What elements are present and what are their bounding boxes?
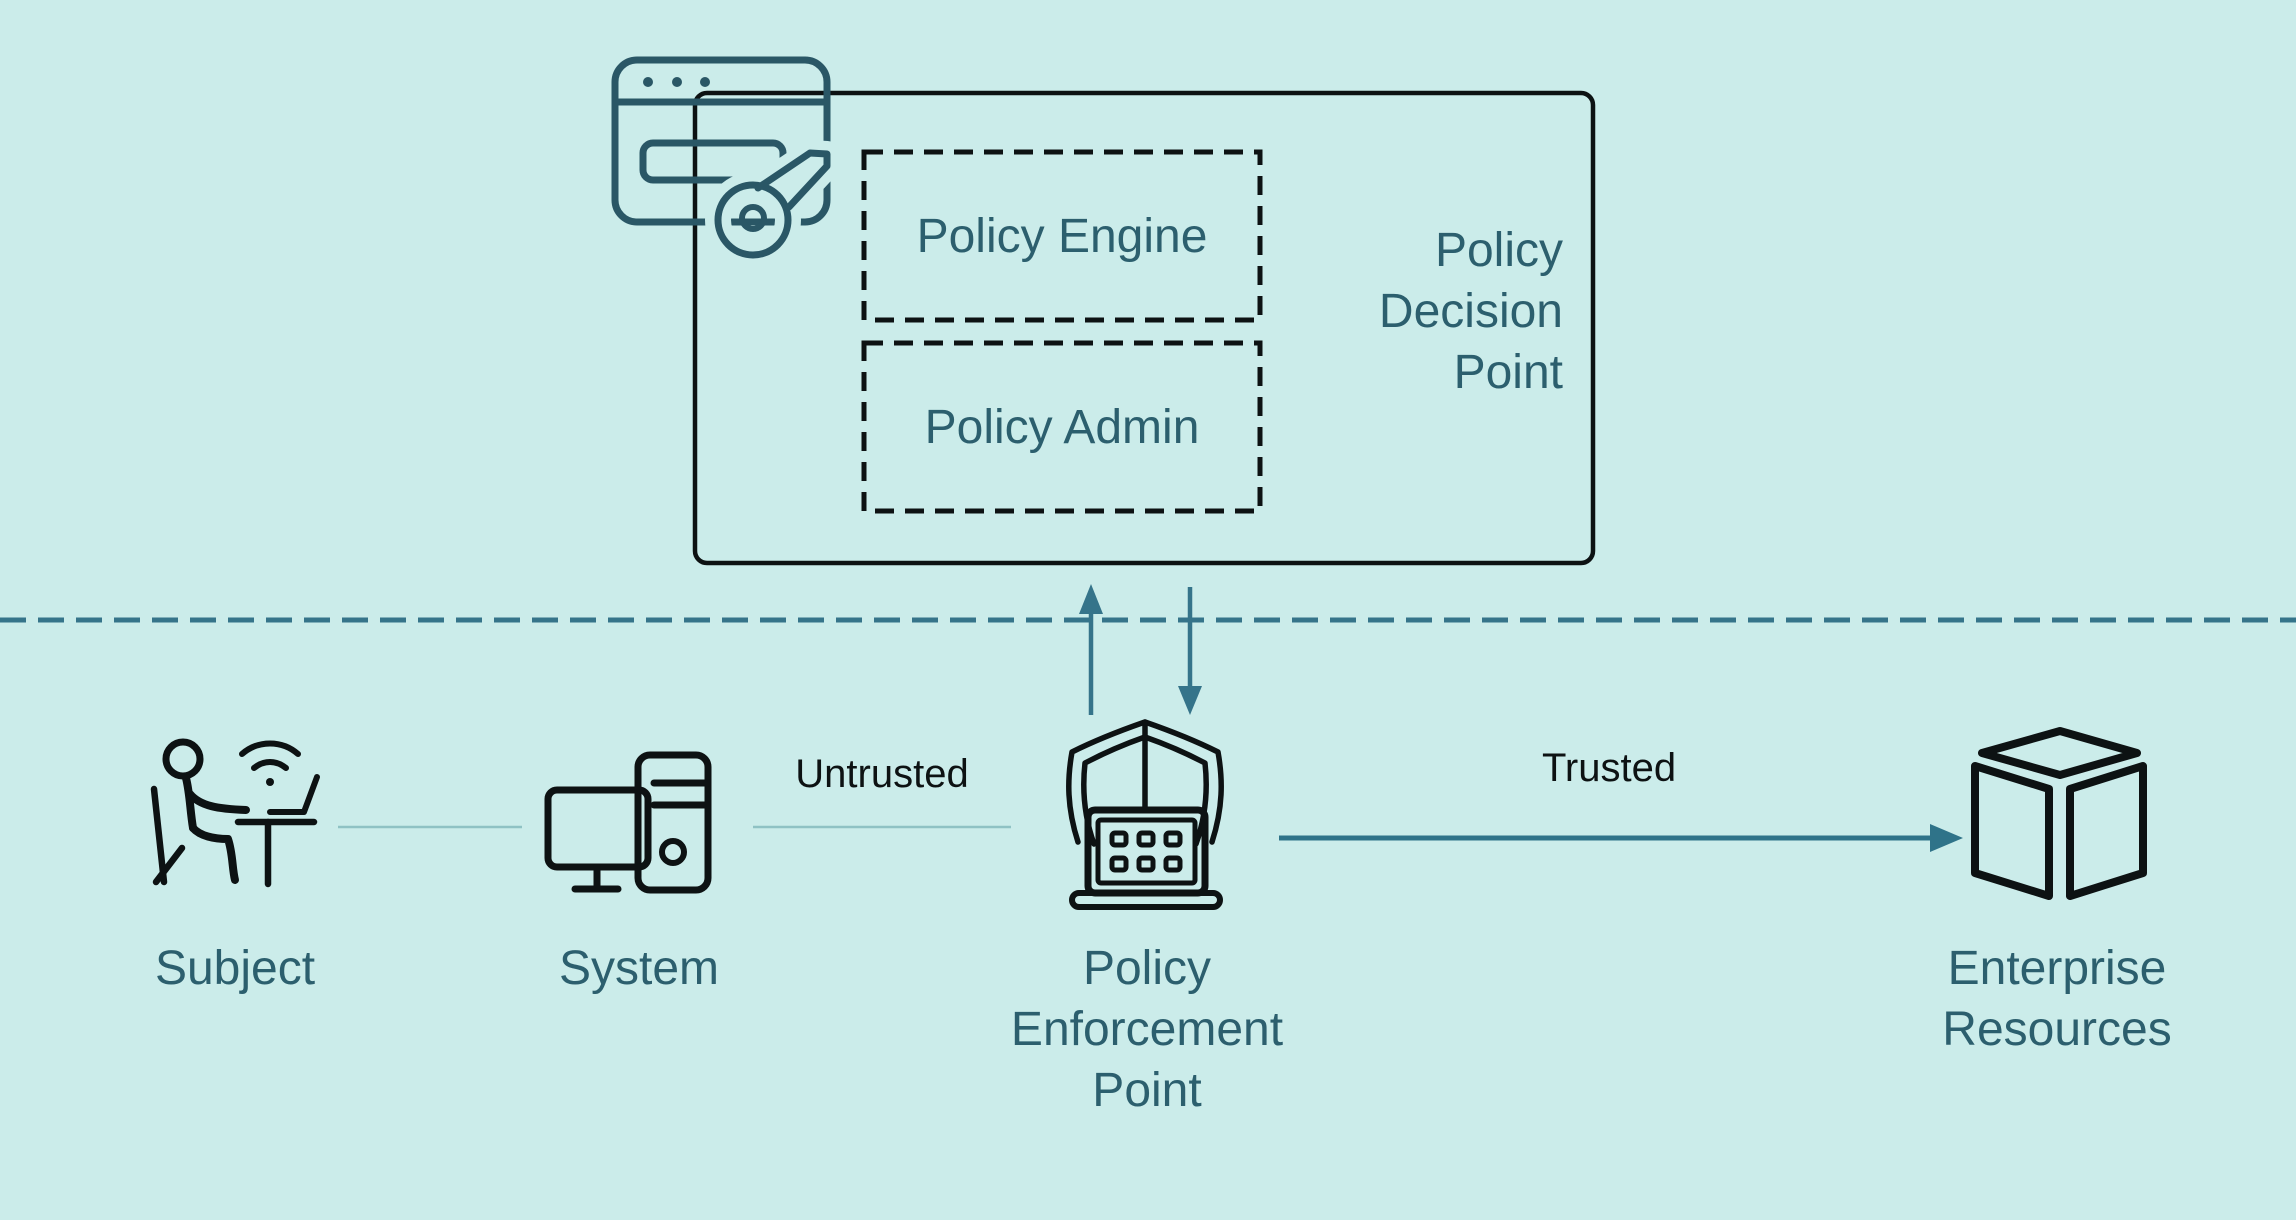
system-label: System <box>558 942 720 995</box>
browser-key-icon <box>611 56 840 268</box>
policy-engine-box <box>861 149 1263 323</box>
person-at-desk-icon <box>150 738 320 888</box>
policy-admin-box <box>861 340 1263 514</box>
policy-enforcement-point-label: Policy Enforcement Point <box>1010 942 1284 1117</box>
shield-laptop-icon <box>1066 719 1224 910</box>
pep-to-resources-trusted-arrow <box>1279 824 1963 852</box>
trusted-zone-label: Trusted <box>1541 746 1677 790</box>
subject-label: Subject <box>154 942 316 995</box>
policy-admin-label: Policy Admin <box>924 400 1200 454</box>
policy-decision-point-label: Policy Decision Point <box>1378 224 1563 399</box>
pdp-to-pep-down-arrow <box>1178 587 1202 715</box>
pep-to-pdp-up-arrow <box>1079 584 1103 715</box>
desktop-computer-icon <box>544 751 712 894</box>
policy-engine-label: Policy Engine <box>916 209 1208 263</box>
policy-decision-point-box <box>692 90 1596 566</box>
enterprise-resources-label: Enterprise Resources <box>1942 942 2172 1056</box>
untrusted-zone-label: Untrusted <box>795 752 969 796</box>
cube-icon <box>1971 727 2147 900</box>
